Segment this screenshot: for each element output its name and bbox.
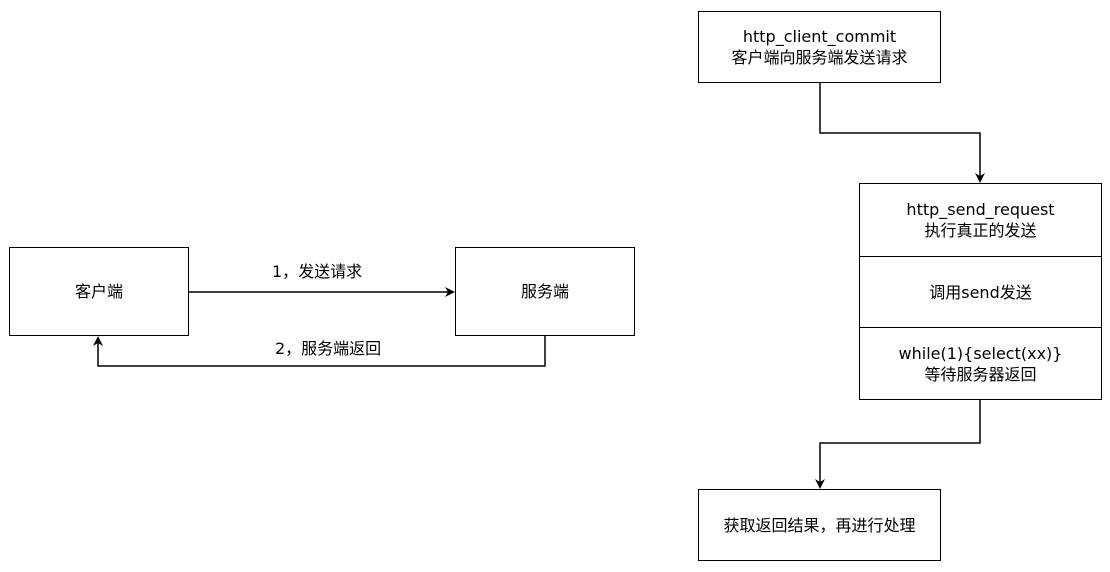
send-request-desc: 执行真正的发送: [924, 221, 1037, 240]
commit-desc: 客户端向服务端发送请求: [731, 48, 908, 67]
response-label: 2，服务端返回: [275, 339, 382, 358]
client-label: 客户端: [74, 282, 123, 301]
commit-to-send-arrow: [819, 83, 985, 183]
commit-title: http_client_commit: [742, 27, 897, 46]
server-box: 服务端: [455, 247, 635, 336]
wait-step-cell: while(1){select(xx)} 等待服务器返回: [860, 327, 1101, 399]
wait-step-desc: 等待服务器返回: [924, 364, 1037, 384]
send-step-label: 调用send发送: [929, 283, 1032, 302]
result-box: 获取返回结果，再进行处理: [698, 489, 941, 561]
send-step-cell: 调用send发送: [860, 256, 1101, 328]
send-request-box: http_send_request 执行真正的发送 调用send发送 while…: [859, 183, 1102, 400]
server-label: 服务端: [520, 282, 569, 301]
send-to-result-arrow: [815, 399, 981, 489]
wait-step-title: while(1){select(xx)}: [898, 343, 1063, 363]
commit-box: http_client_commit 客户端向服务端发送请求: [698, 11, 941, 83]
response-arrow: [93, 336, 546, 367]
send-request-header: http_send_request 执行真正的发送: [860, 184, 1101, 256]
result-label: 获取返回结果，再进行处理: [723, 515, 916, 535]
request-label: 1，发送请求: [272, 262, 363, 281]
client-box: 客户端: [9, 247, 189, 336]
send-request-title: http_send_request: [906, 200, 1055, 219]
